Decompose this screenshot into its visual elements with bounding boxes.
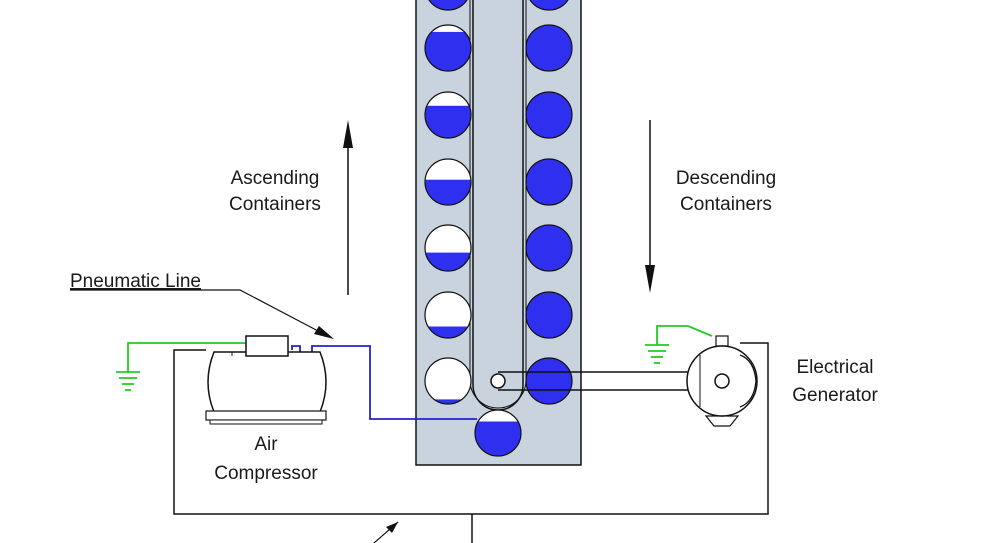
belt-loop-inner xyxy=(469,0,527,409)
ascending-containers xyxy=(424,0,472,405)
ground-wire-right xyxy=(645,325,713,364)
pulley-icon xyxy=(714,373,730,389)
electrical-wire xyxy=(173,342,769,515)
ascending-container xyxy=(424,357,472,405)
pulley-icon xyxy=(490,373,506,389)
descending-label-1: Descending xyxy=(676,168,776,189)
up-arrow-icon xyxy=(343,120,353,295)
descending-container-water xyxy=(526,0,572,10)
down-arrow-icon xyxy=(645,120,655,293)
descending-container xyxy=(525,24,573,72)
ascending-container xyxy=(424,291,472,339)
descending-container xyxy=(526,0,572,11)
descending-container xyxy=(525,357,573,405)
descending-container xyxy=(525,91,573,139)
air-compressor xyxy=(205,335,327,425)
ascending-container-water xyxy=(425,252,471,271)
leader-arrowhead xyxy=(314,326,334,339)
descending-container xyxy=(525,291,573,339)
ascending-container xyxy=(424,224,472,272)
drive-belt xyxy=(490,371,722,391)
ascending-container xyxy=(424,158,472,206)
descending-container-water xyxy=(526,25,572,71)
pneumatic-leader-line xyxy=(70,289,321,333)
ground-icon xyxy=(645,344,669,364)
air-compressor-label-1: Air xyxy=(254,434,278,455)
ground-icon xyxy=(116,371,140,391)
descending-container xyxy=(525,224,573,272)
ground-wire-left xyxy=(116,342,246,391)
bottom-pointer-arrowhead xyxy=(386,522,398,533)
bottom-container xyxy=(474,409,522,457)
ascending-container xyxy=(424,24,472,72)
pneumatic-line-label: Pneumatic Line xyxy=(70,271,201,292)
descending-container-water xyxy=(526,292,572,338)
ascending-container xyxy=(425,0,471,11)
descending-container-water xyxy=(526,92,572,138)
descending-label-2: Containers xyxy=(680,194,772,215)
electrical-generator xyxy=(686,335,758,427)
ascending-container-water xyxy=(425,0,471,10)
descending-container xyxy=(525,158,573,206)
air-compressor-label-2: Compressor xyxy=(214,463,318,484)
descending-containers xyxy=(525,0,573,405)
descending-container-water xyxy=(526,159,572,205)
descending-container-water xyxy=(526,358,572,404)
descending-container-water xyxy=(526,225,572,271)
generator-label-2: Generator xyxy=(792,385,878,406)
ascending-container-water xyxy=(425,326,471,338)
ascending-label-2: Containers xyxy=(229,194,321,215)
generator-label-1: Electrical xyxy=(796,357,873,378)
ascending-label-1: Ascending xyxy=(231,168,320,189)
ascending-container-water xyxy=(425,399,471,404)
ascending-container xyxy=(424,91,472,139)
